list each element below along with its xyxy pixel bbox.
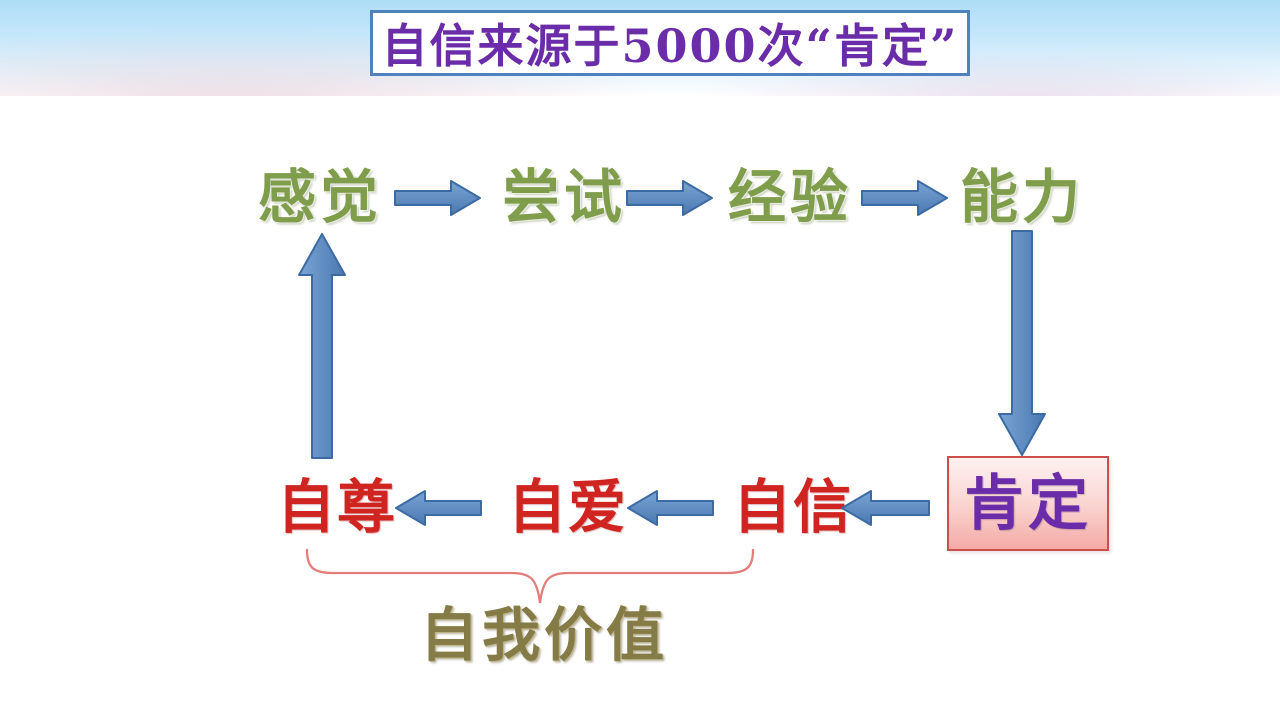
arrow-right-icon — [394, 180, 481, 216]
brace — [305, 548, 755, 604]
slide-title: 自信来源于5000次“肯定” — [381, 19, 959, 73]
arrow-left-icon — [627, 490, 714, 526]
title-box: 自信来源于5000次“肯定” — [370, 10, 970, 76]
arrow-right-icon — [861, 180, 948, 216]
node-confidence: 自信 — [733, 473, 854, 541]
affirmation-label: 肯定 — [964, 468, 1092, 539]
arrow-up-icon — [298, 233, 346, 459]
arrow-left-icon — [395, 490, 482, 526]
arrow-left-icon — [841, 490, 930, 526]
node-self-love: 自爱 — [508, 473, 629, 541]
node-ability: 能力 — [960, 163, 1085, 231]
arrow-right-icon — [626, 180, 713, 216]
arrow-down-icon — [998, 230, 1046, 456]
brace-label-self-worth: 自我价值 — [420, 601, 669, 669]
node-attempt: 尝试 — [502, 163, 627, 231]
affirmation-box: 肯定 — [947, 456, 1109, 551]
node-self-esteem: 自尊 — [277, 473, 398, 541]
node-experience: 经验 — [728, 163, 853, 231]
node-feeling: 感觉 — [258, 163, 383, 231]
